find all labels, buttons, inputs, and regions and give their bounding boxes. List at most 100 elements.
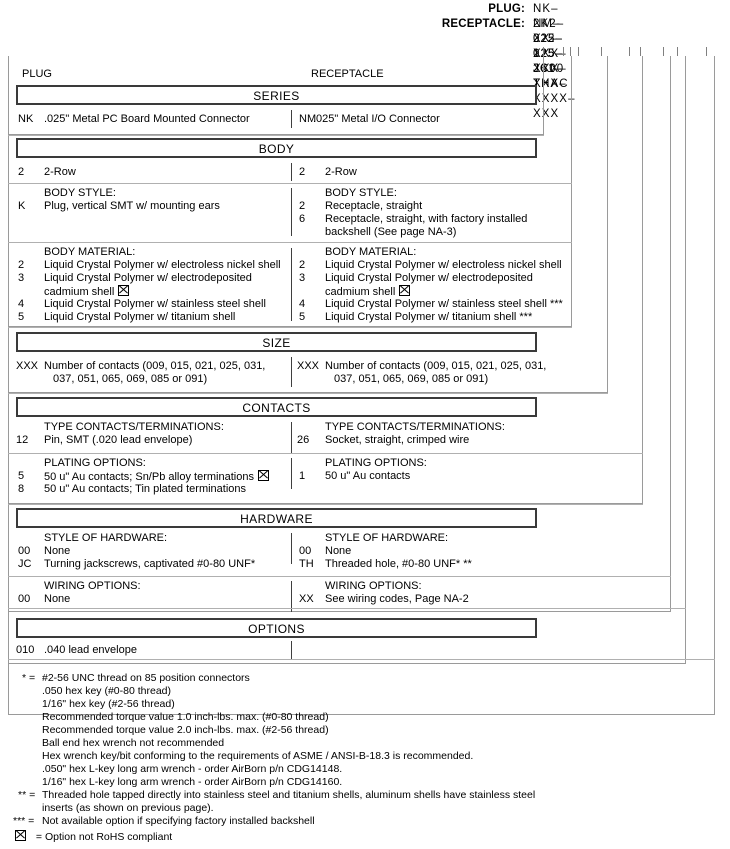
receptacle-part-number: NM–222–025–261–THAC <box>533 18 569 90</box>
option-code: 12 <box>16 434 29 446</box>
option-desc: Liquid Crystal Polymer w/ electrodeposit… <box>44 272 252 284</box>
option-desc: cadmium shell <box>44 286 115 298</box>
column-caption-plug: PLUG <box>22 68 52 80</box>
column-divider <box>291 110 292 128</box>
option-desc: .025" Metal PC Board Mounted Connector <box>44 113 250 125</box>
option-code: JC <box>18 558 32 570</box>
option-desc: See wiring codes, Page NA-2 <box>325 593 469 605</box>
option-code: 00 <box>299 545 312 557</box>
footnote-text: = Option not RoHS compliant <box>35 831 173 843</box>
option-desc: Socket, straight, crimped wire <box>325 434 470 446</box>
part-number-header: PLUG: NK–2K2–025–125–JC00 RECEPTACLE: NM… <box>0 0 730 120</box>
option-group-header: BODY STYLE: <box>44 187 116 199</box>
option-code: NK <box>18 113 34 125</box>
option-code: 2 <box>299 166 306 178</box>
section-title-options: OPTIONS <box>16 618 537 638</box>
column-divider <box>291 248 292 321</box>
plug-part-number: NK–2K2–025–125–JC00 <box>533 3 565 75</box>
block-rule <box>8 453 643 454</box>
section-rule <box>8 504 643 505</box>
footnote-marker: * = <box>22 672 36 684</box>
block-rule <box>8 242 572 243</box>
option-desc: 2-Row <box>325 166 357 178</box>
option-code: NM <box>299 113 317 125</box>
section-rule <box>8 327 572 328</box>
section-title-contacts: CONTACTS <box>16 397 537 417</box>
option-group-header: TYPE CONTACTS/TERMINATIONS: <box>325 421 505 433</box>
section-rule <box>8 608 686 609</box>
column-divider <box>291 422 292 453</box>
option-group-header: BODY MATERIAL: <box>325 246 417 258</box>
option-code: TH <box>299 558 314 570</box>
option-code: 00 <box>18 545 31 557</box>
option-desc: Liquid Crystal Polymer w/ electrodeposit… <box>325 272 533 284</box>
option-group-header: STYLE OF HARDWARE: <box>325 532 449 544</box>
option-code: 4 <box>18 298 25 310</box>
option-desc: Receptacle, straight <box>325 200 423 212</box>
option-desc: Number of contacts (009, 015, 021, 025, … <box>44 360 266 372</box>
option-code: 8 <box>18 483 25 495</box>
section-title-series: SERIES <box>16 85 537 105</box>
option-code: XXX <box>297 360 320 372</box>
footnote-marker: ** = <box>18 789 36 801</box>
footnote-text: Threaded hole tapped directly into stain… <box>42 789 536 801</box>
option-group-header: WIRING OPTIONS: <box>44 580 141 592</box>
option-desc-rohs: 50 u" Au contacts; Sn/Pb alloy terminati… <box>44 470 270 485</box>
option-desc: 2-Row <box>44 166 76 178</box>
footnote-text: Ball end hex wrench not recommended <box>42 737 225 749</box>
option-code: XXX <box>16 360 39 372</box>
option-desc: 50 u" Au contacts; Sn/Pb alloy terminati… <box>44 471 254 483</box>
column-caption-receptacle: RECEPTACLE <box>311 68 384 80</box>
column-divider <box>291 357 292 387</box>
footnote-text: #2-56 UNC thread on 85 position connecto… <box>42 672 250 684</box>
section-title-hardware: HARDWARE <box>16 508 537 528</box>
column-divider <box>291 641 292 659</box>
option-desc: None <box>325 545 352 557</box>
option-group-header: PLATING OPTIONS: <box>325 457 427 469</box>
option-desc: Liquid Crystal Polymer w/ stainless stee… <box>325 298 563 310</box>
block-rule <box>8 183 572 184</box>
section-rule <box>8 135 544 136</box>
option-group-header: BODY MATERIAL: <box>44 246 136 258</box>
option-desc: 037, 051, 065, 069, 085 or 091) <box>53 373 208 385</box>
footnote-rohs-legend: = Option not RoHS compliant <box>14 830 172 844</box>
option-code: 010 <box>16 644 35 656</box>
section-title-size: SIZE <box>16 332 537 352</box>
option-group-header: TYPE CONTACTS/TERMINATIONS: <box>44 421 224 433</box>
option-desc: Liquid Crystal Polymer w/ electroless ni… <box>44 259 281 271</box>
option-group-header: PLATING OPTIONS: <box>44 457 146 469</box>
footnote-text: Recommended torque value 2.0 inch-lbs. m… <box>42 724 329 736</box>
option-code: 00 <box>18 593 31 605</box>
option-code: 3 <box>18 272 25 284</box>
option-code: 2 <box>18 259 25 271</box>
option-desc: Pin, SMT (.020 lead envelope) <box>44 434 193 446</box>
option-desc: .040 lead envelope <box>44 644 137 656</box>
column-divider <box>291 458 292 489</box>
option-code: 1 <box>299 470 306 482</box>
option-code: 3 <box>299 272 306 284</box>
option-desc: 50 u" Au contacts <box>325 470 411 482</box>
option-desc: None <box>44 545 71 557</box>
option-code: 2 <box>299 200 306 212</box>
column-divider <box>291 163 292 181</box>
section-rule <box>8 393 608 394</box>
rohs-noncompliant-icon <box>258 470 270 481</box>
receptacle-part-label: RECEPTACLE: <box>441 18 525 30</box>
rohs-noncompliant-icon <box>399 285 411 296</box>
option-code: 6 <box>299 213 306 225</box>
option-desc: Liquid Crystal Polymer w/ electroless ni… <box>325 259 562 271</box>
option-desc: .025" Metal I/O Connector <box>313 113 440 125</box>
option-code: 5 <box>299 311 306 323</box>
footnote-text: Not available option if specifying facto… <box>42 815 315 827</box>
column-divider <box>291 533 292 564</box>
plug-part-label: PLUG: <box>488 3 525 15</box>
block-rule <box>8 576 671 577</box>
option-desc-rohs: cadmium shell <box>325 285 411 300</box>
option-desc: Liquid Crystal Polymer w/ titanium shell… <box>325 311 533 323</box>
footnote-text: inserts (as shown on previous page). <box>42 802 214 814</box>
option-desc: Liquid Crystal Polymer w/ titanium shell <box>44 311 236 323</box>
option-code: K <box>18 200 26 212</box>
option-code: 4 <box>299 298 306 310</box>
footnote-text: 1/16" hex key (#2-56 thread) <box>42 698 175 710</box>
option-desc-rohs: cadmium shell <box>44 285 130 300</box>
